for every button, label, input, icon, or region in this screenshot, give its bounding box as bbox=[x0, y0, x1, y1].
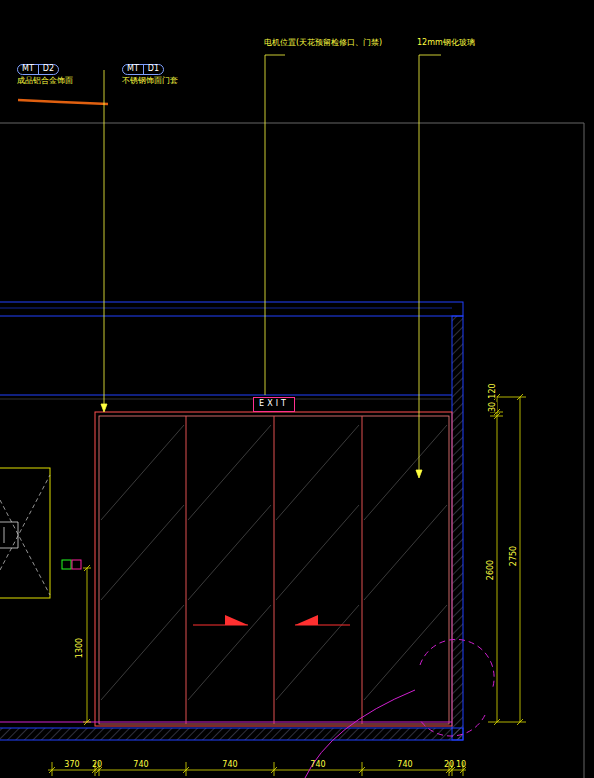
dimension-text: 740 bbox=[133, 761, 148, 769]
glass-hatch bbox=[276, 505, 359, 600]
dimension-text: 740 bbox=[310, 761, 325, 769]
switch-symbol bbox=[72, 560, 81, 569]
dimension-lines bbox=[83, 565, 91, 725]
sheet-frame bbox=[0, 123, 584, 778]
tag-oval: MT D2 bbox=[17, 64, 59, 75]
dimension-text: 1300 bbox=[76, 638, 84, 658]
glass-hatch bbox=[101, 605, 184, 700]
dimension-text: 120 bbox=[489, 383, 497, 398]
door-frame bbox=[274, 416, 275, 724]
ceiling-band bbox=[0, 302, 463, 316]
door-frame bbox=[0, 412, 452, 726]
leader-lines bbox=[265, 55, 285, 395]
material-number: D1 bbox=[148, 65, 159, 74]
material-note: 成品铝合金饰面 bbox=[17, 77, 73, 86]
glass-hatch bbox=[101, 505, 184, 600]
glass-hatch bbox=[364, 505, 447, 600]
tag-divider bbox=[143, 65, 144, 74]
glass-hatch bbox=[188, 425, 271, 520]
dimension-text: 30 bbox=[489, 402, 497, 412]
side-panel bbox=[0, 475, 50, 595]
sign-text: EXIT bbox=[259, 400, 289, 409]
opening-arrows bbox=[193, 615, 350, 625]
dimension-lines bbox=[497, 397, 520, 722]
ceiling-band bbox=[0, 399, 452, 400]
dimension-lines bbox=[48, 770, 466, 771]
leader-lines bbox=[104, 70, 105, 409]
wall-section bbox=[452, 316, 463, 740]
glass-hatch bbox=[188, 605, 271, 700]
sheet-frame bbox=[0, 123, 584, 778]
material-code: MT bbox=[127, 65, 139, 74]
door-frame bbox=[95, 412, 452, 726]
dimension-text: 740 bbox=[397, 761, 412, 769]
dimension-text: 2600 bbox=[487, 560, 495, 580]
callout-text: 12mm钢化玻璃 bbox=[417, 39, 475, 47]
wall-section bbox=[0, 728, 463, 740]
material-code: MT bbox=[22, 65, 34, 74]
door-swing bbox=[305, 639, 494, 778]
leader-lines bbox=[416, 470, 422, 478]
glass-hatch bbox=[101, 425, 447, 700]
glass-hatch bbox=[101, 425, 184, 520]
aluminium-trim-line bbox=[18, 100, 108, 104]
switch-symbol bbox=[62, 560, 81, 569]
switch-symbol bbox=[62, 560, 71, 569]
material-tag: MT D1 不锈钢饰面门套 bbox=[122, 57, 178, 86]
dimension-lines bbox=[49, 762, 466, 776]
dimension-text: 740 bbox=[222, 761, 237, 769]
callout-text: 电机位置(天花预留检修口、门禁) bbox=[264, 39, 382, 47]
side-panel bbox=[0, 468, 50, 598]
side-panel bbox=[0, 468, 50, 598]
dimension-text: 20 bbox=[92, 761, 102, 769]
dimension-lines bbox=[48, 394, 526, 776]
side-panel bbox=[0, 522, 18, 548]
glass-hatch bbox=[188, 505, 271, 600]
door-frame bbox=[99, 416, 449, 724]
glass-hatch bbox=[364, 425, 447, 520]
door-swing bbox=[305, 690, 415, 778]
dimension-lines bbox=[494, 394, 523, 725]
door-frame bbox=[0, 722, 452, 723]
door-swing bbox=[420, 639, 494, 690]
leader-lines bbox=[101, 55, 441, 478]
leader-lines bbox=[101, 404, 107, 412]
ceiling-band bbox=[0, 308, 452, 309]
glass-hatch bbox=[276, 425, 359, 520]
ceiling-band bbox=[0, 302, 463, 399]
door-frame bbox=[362, 416, 363, 724]
glass-hatch bbox=[364, 605, 447, 700]
dimension-text: 20 bbox=[444, 761, 454, 769]
door-frame bbox=[186, 416, 187, 724]
door-swing bbox=[420, 715, 485, 736]
exit-sign: EXIT bbox=[253, 397, 295, 412]
dimension-text: 370 bbox=[64, 761, 79, 769]
aluminium-trim-line bbox=[18, 100, 108, 104]
leader-lines bbox=[419, 55, 441, 473]
wall-section bbox=[0, 316, 463, 740]
material-note: 不锈钢饰面门套 bbox=[122, 77, 178, 86]
tag-oval: MT D1 bbox=[122, 64, 164, 75]
ceiling-band bbox=[0, 395, 452, 396]
dimension-text: 10 bbox=[456, 761, 466, 769]
tag-divider bbox=[38, 65, 39, 74]
dimension-text: 2750 bbox=[510, 546, 518, 566]
material-tag: MT D2 成品铝合金饰面 bbox=[17, 57, 73, 86]
material-number: D2 bbox=[43, 65, 54, 74]
opening-arrows bbox=[295, 615, 318, 625]
glass-hatch bbox=[276, 605, 359, 700]
opening-arrows bbox=[225, 615, 248, 625]
